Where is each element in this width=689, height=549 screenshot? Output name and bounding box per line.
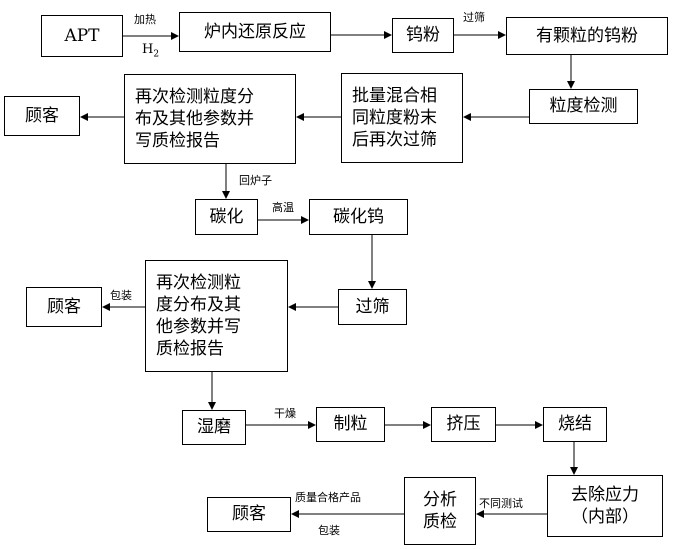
recheck-report-box-2: 再次检测粒 度分布及其 他参数并写 质检报告 [145,260,288,372]
h2-label-subscript: 2 [153,49,160,60]
customer-box-1: 顾客 [4,96,80,136]
sieve-box: 过筛 [338,289,407,325]
tungsten-carbide-box: 碳化钨 [309,199,408,235]
wet-milling-box: 湿磨 [182,410,246,445]
drying-label: 干燥 [274,407,296,420]
heating-label: 加热 [134,13,156,26]
customer-box-3: 顾客 [207,497,291,532]
high-temp-label: 高温 [272,201,294,214]
sieving-label: 过筛 [463,11,485,24]
furnace-reduction-box: 炉内还原反应 [179,12,331,52]
granular-tungsten-powder-box: 有颗粒的钨粉 [506,17,668,55]
granulation-box: 制粒 [316,407,385,442]
sintering-box: 烧结 [543,407,607,442]
customer-box-2: 顾客 [26,287,102,327]
different-tests-label: 不同测试 [479,497,523,510]
recheck-report-box-1: 再次检测粒度分 布及其他参数并 写质检报告 [124,74,296,164]
return-furnace-label: 回炉子 [239,174,272,187]
extrusion-box: 挤压 [431,407,496,442]
h2-label-main: H [142,42,154,57]
analysis-qc-box: 分析 质检 [404,477,476,545]
packaging-label-2: 包装 [318,524,340,537]
tungsten-powder-box: 钨粉 [392,18,454,53]
carbonization-box: 碳化 [195,199,258,235]
particle-size-test-box: 粒度检测 [529,89,638,124]
packaging-label-1: 包装 [110,289,132,302]
batch-mix-sieve-box: 批量混合相 同粒度粉末 后再次过筛 [341,73,463,163]
h2-label: H2 [142,43,159,60]
stress-relief-box: 去除应力 （内部） [547,475,663,537]
apt-box: APT [41,15,123,57]
qualified-products-label: 质量合格产品 [295,491,361,504]
